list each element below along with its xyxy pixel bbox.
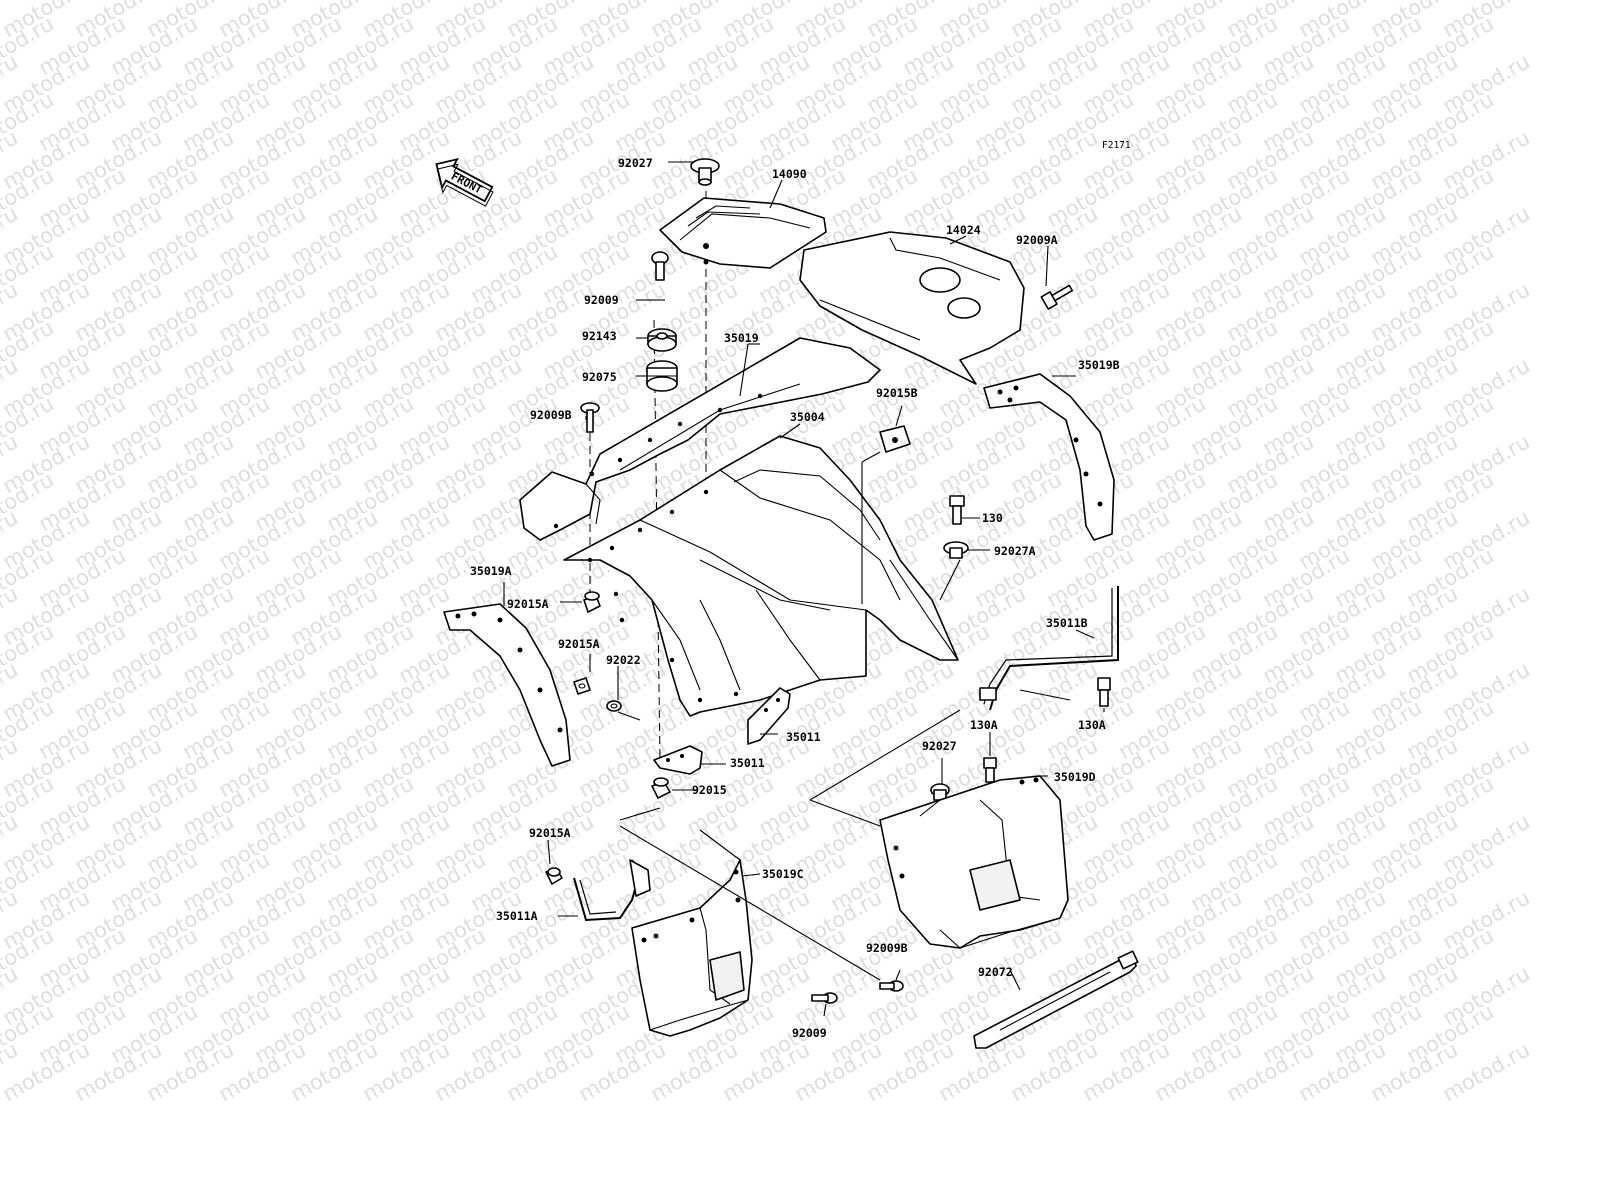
mudflap-35019D — [879, 775, 1069, 949]
bolt-130A-mid — [983, 757, 997, 783]
part-label-92143[interactable]: 92143 — [582, 329, 617, 343]
nut-92015A-1 — [583, 591, 601, 613]
bolt-92009B-bottom — [879, 980, 904, 992]
nut-92015A-3 — [545, 867, 563, 885]
part-label-92027-mid[interactable]: 92027 — [922, 739, 957, 753]
part-label-35019A[interactable]: 35019A — [470, 564, 512, 578]
flap-35019 — [519, 337, 881, 541]
part-label-35011A[interactable]: 35011A — [496, 909, 538, 923]
bracket-35011-left — [653, 745, 703, 775]
part-label-92015[interactable]: 92015 — [692, 783, 727, 797]
part-label-92009-top[interactable]: 92009 — [584, 293, 619, 307]
part-label-92015B[interactable]: 92015B — [876, 386, 918, 400]
bolt-92009A — [1040, 284, 1074, 310]
stay-35011B — [979, 586, 1119, 711]
clip-nut-92015B — [879, 425, 911, 453]
damper-92075 — [646, 360, 678, 392]
nut-92015A-2 — [573, 677, 591, 695]
part-label-35019B[interactable]: 35019B — [1078, 358, 1120, 372]
part-label-92009B-bottom[interactable]: 92009B — [866, 941, 908, 955]
grommet-92027-top — [690, 158, 720, 186]
collar-92143 — [647, 328, 677, 352]
part-label-130A-right[interactable]: 130A — [1078, 718, 1106, 732]
part-label-92075[interactable]: 92075 — [582, 370, 617, 384]
front-direction-arrow: FRONT — [435, 157, 494, 207]
bolt-130 — [949, 495, 965, 525]
cover-14090 — [659, 197, 827, 269]
bolt-92009-bottom — [811, 992, 838, 1004]
diagram-code: F2171 — [1102, 140, 1131, 151]
grommet-92027A — [943, 541, 969, 559]
part-label-35011-right[interactable]: 35011 — [786, 730, 821, 744]
part-label-92009B-top[interactable]: 92009B — [530, 408, 572, 422]
bolt-130A-right — [1097, 677, 1111, 707]
part-label-35019C[interactable]: 35019C — [762, 867, 804, 881]
part-label-92009-bottom[interactable]: 92009 — [792, 1026, 827, 1040]
leader-lines — [503, 161, 1105, 1017]
part-label-35004[interactable]: 35004 — [790, 410, 825, 424]
part-label-14090[interactable]: 14090 — [772, 167, 807, 181]
washer-92022 — [606, 700, 622, 712]
part-label-35019[interactable]: 35019 — [724, 331, 759, 345]
part-label-92022[interactable]: 92022 — [606, 653, 641, 667]
cover-14024 — [799, 231, 1025, 385]
part-label-92015A-1[interactable]: 92015A — [507, 597, 549, 611]
nut-92015 — [651, 777, 671, 799]
part-label-92015A-3[interactable]: 92015A — [529, 826, 571, 840]
part-label-92027-top[interactable]: 92027 — [618, 156, 653, 170]
bolt-92009B-top — [580, 402, 600, 433]
part-label-35019D[interactable]: 35019D — [1054, 770, 1096, 784]
part-label-130[interactable]: 130 — [982, 511, 1003, 525]
part-label-92015A-2[interactable]: 92015A — [558, 637, 600, 651]
mudflap-35019B — [983, 373, 1115, 541]
part-label-92027A[interactable]: 92027A — [994, 544, 1036, 558]
bracket-35011A — [573, 859, 651, 922]
part-label-35011-left[interactable]: 35011 — [730, 756, 765, 770]
bolt-92009-top — [651, 251, 669, 281]
mudflap-35019C — [631, 859, 753, 1037]
part-label-14024[interactable]: 14024 — [946, 223, 981, 237]
bracket-35011-right — [747, 687, 791, 745]
part-label-130A-mid[interactable]: 130A — [970, 718, 998, 732]
mudflap-35019A — [443, 603, 571, 767]
part-label-92009A[interactable]: 92009A — [1016, 233, 1058, 247]
cable-tie-92072 — [973, 950, 1139, 1049]
part-label-92072[interactable]: 92072 — [978, 965, 1013, 979]
part-label-35011B[interactable]: 35011B — [1046, 616, 1088, 630]
fender-35004 — [563, 435, 959, 717]
